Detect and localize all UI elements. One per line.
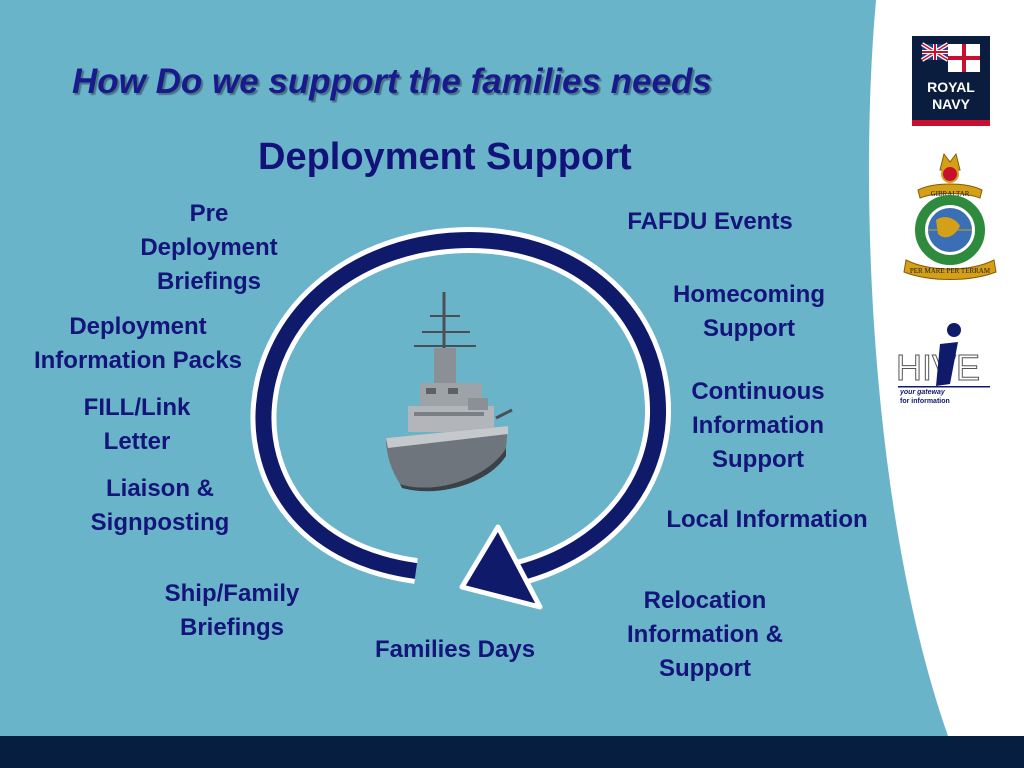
royal-navy-text-1: ROYAL — [927, 79, 975, 95]
royal-marines-crest: GIBRALTAR PER MARE PER TERRAM — [903, 152, 997, 280]
warship-image — [386, 292, 513, 492]
label-ship-family-briefings: Ship/Family Briefings — [164, 580, 300, 641]
label-local-information: Local Information — [666, 506, 868, 533]
label-relocation-information-support: Relocation Information & Support — [627, 587, 783, 682]
label-homecoming-support: Homecoming Support — [672, 281, 825, 342]
crest-gibraltar-text: GIBRALTAR — [931, 190, 970, 198]
label-families-days: Families Days — [374, 636, 536, 663]
royal-navy-text-2: NAVY — [932, 96, 971, 112]
royal-navy-logo: ROYAL NAVY — [912, 36, 990, 126]
crest-motto-text: PER MARE PER TERRAM — [910, 267, 991, 275]
hive-tagline-1: your gateway — [899, 389, 946, 396]
hive-logo: HIVE your gateway for information — [896, 323, 990, 405]
cycle-arrow — [250, 226, 672, 610]
hive-tagline-2: for information — [900, 398, 950, 405]
label-fill-link-letter: FILL/Link Letter — [83, 394, 191, 455]
label-pre-deployment-briefings: Pre Deployment Briefings — [140, 200, 278, 295]
footer-bar — [0, 736, 1024, 768]
slide-title: How Do we support the families needs — [72, 62, 712, 101]
slide-subtitle: Deployment Support — [258, 136, 632, 178]
label-liaison-signposting: Liaison & Signposting — [90, 475, 230, 536]
label-continuous-information-support: Continuous Information Support — [691, 378, 825, 473]
label-fafdu-events: FAFDU Events — [627, 208, 793, 235]
label-deployment-information-packs: Deployment Information Packs — [33, 313, 243, 374]
